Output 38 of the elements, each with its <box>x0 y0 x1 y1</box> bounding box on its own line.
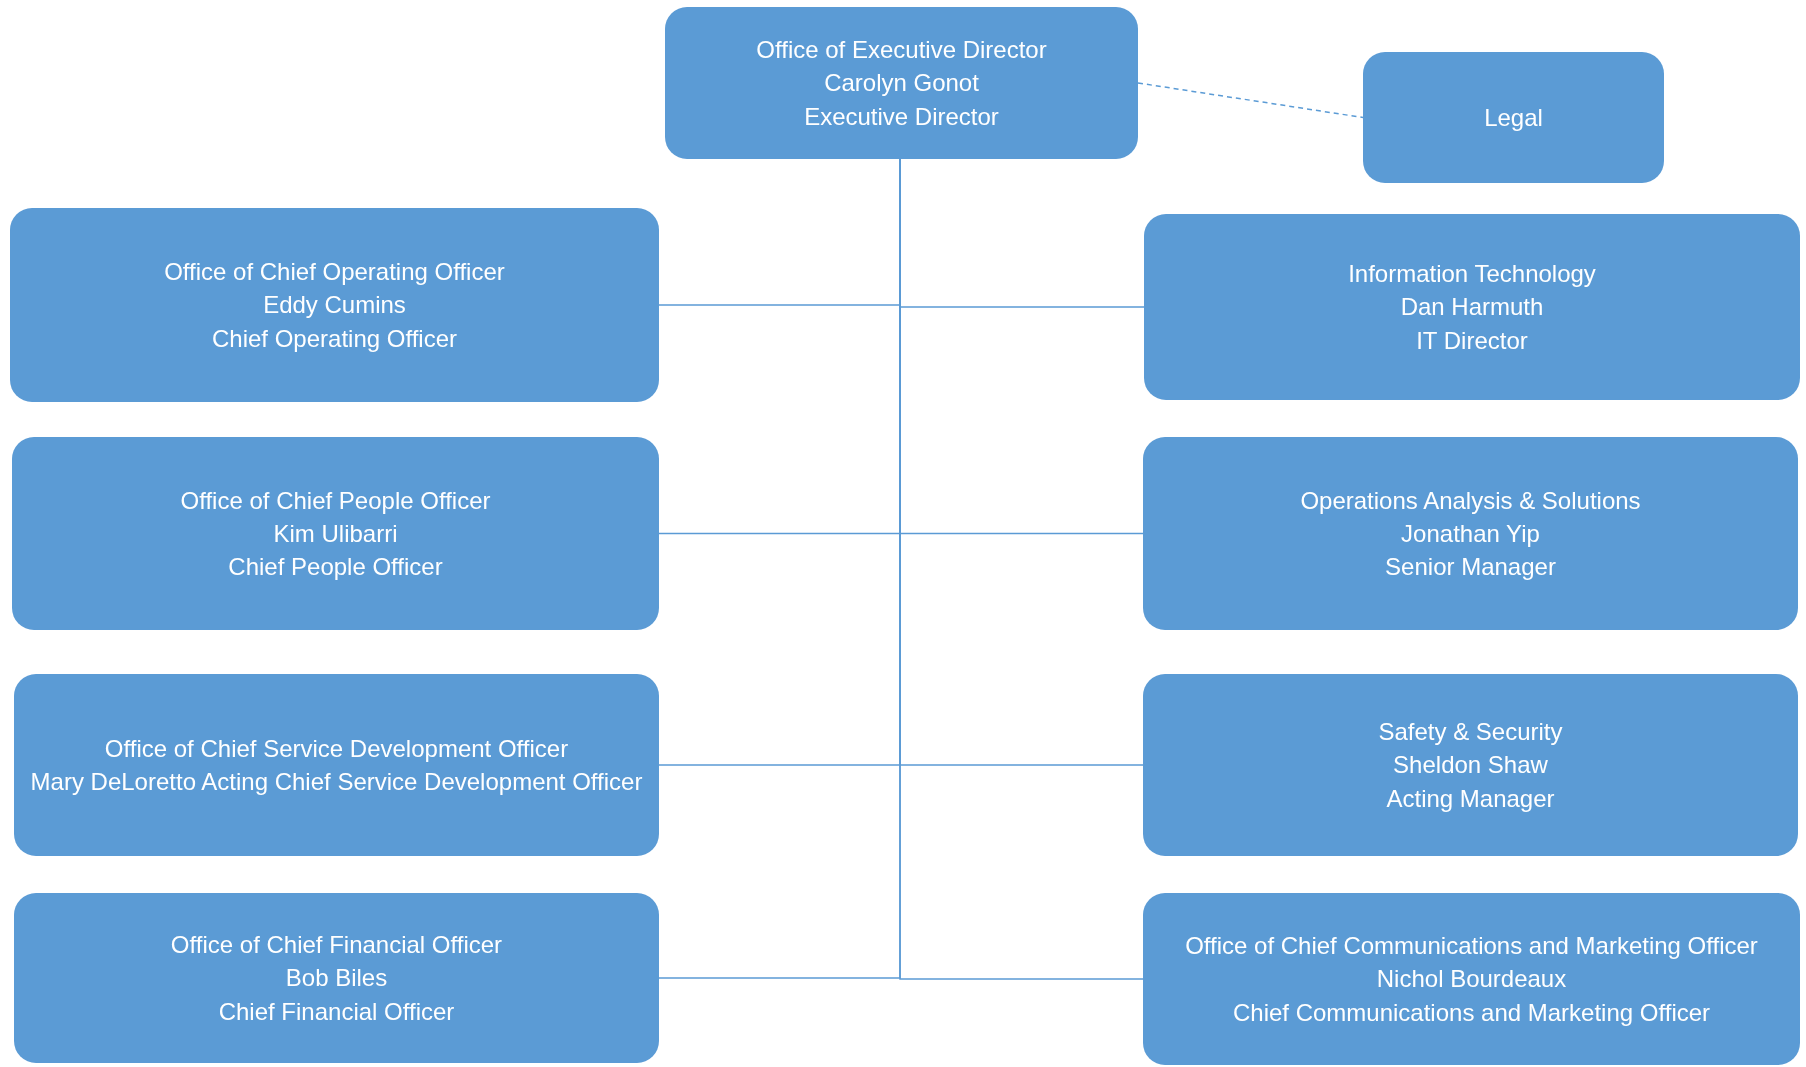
person-text: Mary DeLoretto Acting Chief Service Development Officer <box>30 767 643 797</box>
org-unit-box <box>1144 214 1800 400</box>
org-unit-box <box>14 674 659 856</box>
person-text: IT Director <box>1416 325 1528 356</box>
person-text: Senior Manager <box>1385 552 1556 583</box>
person-text: Chief Financial Officer <box>218 996 455 1027</box>
person-text: Executive Director <box>804 101 999 132</box>
person-text: Chief Communications and Marketing Officer <box>1232 997 1711 1028</box>
org-unit-box <box>14 893 659 1063</box>
unit-name: Legal <box>1484 102 1543 133</box>
unit-name: Office of Executive Director <box>756 35 1047 66</box>
person-text: Dan Harmuth <box>1400 292 1544 323</box>
person-text: Eddy Cumins <box>263 290 406 321</box>
person-text: Nichol Bourdeaux <box>1376 964 1567 995</box>
person-text: Carolyn Gonot <box>824 68 979 99</box>
person-text: Bob Biles <box>285 963 388 994</box>
unit-name: Office of Chief Financial Officer <box>170 930 503 961</box>
unit-name: Office of Chief Communications and Marketing Officer <box>1185 931 1758 962</box>
org-unit-box <box>10 208 659 402</box>
person-text: Chief Operating Officer <box>212 323 457 354</box>
org-unit-box <box>12 437 659 630</box>
unit-name: Office of Chief People Officer <box>180 485 491 516</box>
person-text: Acting Manager <box>1386 783 1555 814</box>
org-unit-box <box>665 7 1138 159</box>
unit-name: Safety & Security <box>1378 717 1563 748</box>
unit-name: Office of Chief Operating Officer <box>164 257 505 288</box>
person-text: Jonathan Yip <box>1401 518 1540 549</box>
unit-name: Information Technology <box>1348 259 1596 290</box>
person-text: Chief People Officer <box>228 552 443 583</box>
org-unit-box <box>1143 893 1800 1065</box>
org-unit-box <box>1143 437 1798 630</box>
org-unit-box <box>1363 52 1664 183</box>
person-text: Kim Ulibarri <box>273 518 398 549</box>
dashed-connector <box>1137 82 1364 119</box>
org-unit-box <box>1143 674 1798 856</box>
unit-name: Operations Analysis & Solutions <box>1300 485 1641 516</box>
unit-name: Office of Chief Service Development Officer <box>104 733 569 764</box>
person-text: Sheldon Shaw <box>1393 750 1548 781</box>
